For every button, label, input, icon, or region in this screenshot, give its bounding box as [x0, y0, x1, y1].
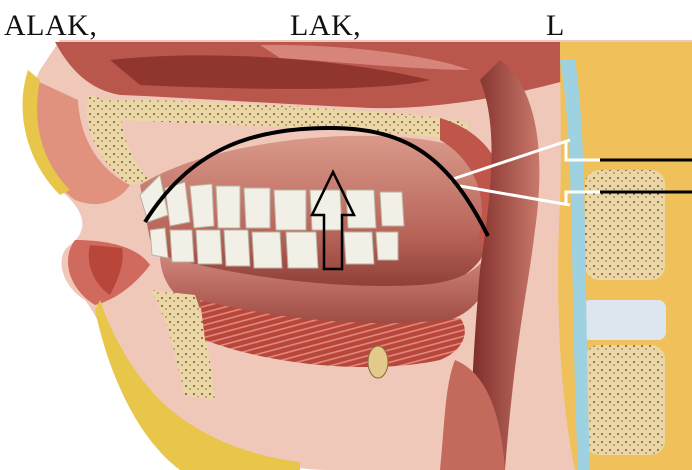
vertebra-1 — [585, 170, 665, 280]
vertebra-3 — [585, 345, 665, 455]
lower-teeth — [150, 228, 398, 268]
hyoid-bone — [368, 346, 388, 378]
vertebra-2 — [582, 300, 666, 340]
